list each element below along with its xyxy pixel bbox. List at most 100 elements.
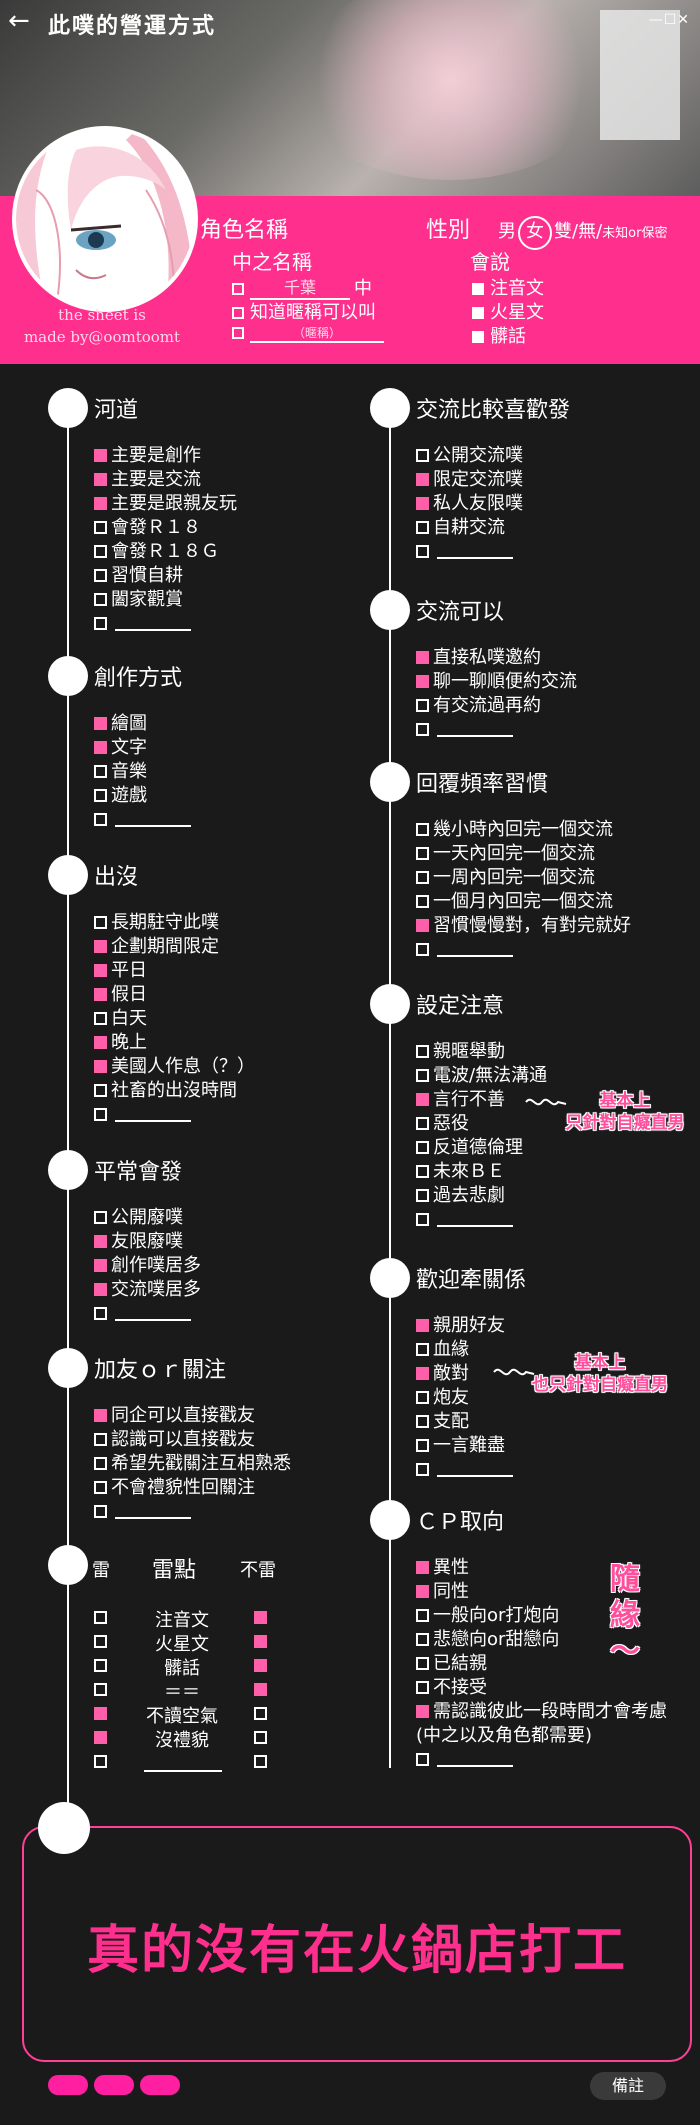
checkbox[interactable] (416, 1213, 429, 1226)
option-row[interactable] (416, 1748, 667, 1772)
option-row[interactable]: 認識可以直接戳友 (94, 1428, 291, 1452)
option-row[interactable]: 過去悲劇 (416, 1184, 547, 1208)
option-row[interactable]: 友限廢噗 (94, 1230, 201, 1254)
checkbox[interactable] (94, 1084, 107, 1097)
checked-checkbox[interactable] (416, 1319, 429, 1332)
option-row[interactable]: 希望先戳關注互相熟悉 (94, 1452, 291, 1476)
checkbox[interactable] (416, 1463, 429, 1476)
checked-checkbox[interactable] (94, 1259, 107, 1272)
option-row[interactable]: 遊戲 (94, 784, 191, 808)
option-row[interactable]: 炮友 (416, 1386, 513, 1410)
option-row[interactable]: (中之以及角色都需要) (416, 1724, 667, 1748)
option-row[interactable] (94, 808, 191, 832)
checkbox[interactable] (416, 1609, 429, 1622)
option-row[interactable] (416, 938, 631, 962)
checkbox[interactable] (416, 1045, 429, 1058)
option-row[interactable]: 習慣慢慢對，有對完就好 (416, 914, 631, 938)
option-row[interactable]: 主要是跟親友玩 (94, 492, 237, 516)
option-row[interactable]: 同企可以直接戳友 (94, 1404, 291, 1428)
blank-line[interactable] (115, 809, 191, 827)
checkbox[interactable] (416, 1439, 429, 1452)
checkbox[interactable] (416, 1117, 429, 1130)
option-row[interactable]: 反道德倫理 (416, 1136, 547, 1160)
checked-checkbox[interactable] (416, 1705, 429, 1718)
option-row[interactable]: 平日 (94, 959, 255, 983)
option-row[interactable]: 自耕交流 (416, 516, 523, 540)
option-row[interactable]: 有交流過再約 (416, 694, 577, 718)
option-row[interactable] (416, 718, 577, 742)
checked-checkbox[interactable] (94, 988, 107, 1001)
blank-line[interactable] (115, 613, 191, 631)
checkbox[interactable] (416, 1633, 429, 1646)
checkbox[interactable] (94, 789, 107, 802)
checkbox[interactable] (416, 521, 429, 534)
option-row[interactable]: 悲戀向or甜戀向 (416, 1628, 667, 1652)
speak-checkbox-3[interactable] (472, 331, 484, 343)
mine-checkbox[interactable] (94, 1755, 107, 1768)
checked-checkbox[interactable] (94, 1060, 107, 1073)
option-row[interactable]: 一般向or打炮向 (416, 1604, 667, 1628)
option-row[interactable]: 晚上 (94, 1031, 255, 1055)
blank-line[interactable] (115, 1104, 191, 1122)
option-row[interactable] (416, 1208, 547, 1232)
option-row[interactable]: 一周內回完一個交流 (416, 866, 631, 890)
option-row[interactable] (94, 1302, 201, 1326)
cn-name-checkbox[interactable] (232, 283, 244, 295)
option-row[interactable]: 惡役 (416, 1112, 547, 1136)
ok-checked-checkbox[interactable] (254, 1659, 267, 1672)
gender-other[interactable]: 雙/無/ (554, 221, 603, 242)
option-row[interactable]: 不會禮貌性回關注 (94, 1476, 291, 1500)
option-row[interactable]: 限定交流噗 (416, 468, 523, 492)
checkbox[interactable] (416, 699, 429, 712)
option-row[interactable]: 同性 (416, 1580, 667, 1604)
checkbox[interactable] (94, 1505, 107, 1518)
ok-checkbox[interactable] (254, 1755, 267, 1768)
mine-checkbox[interactable] (94, 1683, 107, 1696)
blank-line[interactable] (115, 1501, 191, 1519)
option-row[interactable]: 習慣自耕 (94, 564, 237, 588)
checkbox[interactable] (94, 593, 107, 606)
gender-male[interactable]: 男 (498, 221, 517, 242)
option-row[interactable]: 聊一聊順便約交流 (416, 670, 577, 694)
page-dot-2[interactable] (94, 2075, 134, 2095)
checked-checkbox[interactable] (416, 473, 429, 486)
checkbox[interactable] (416, 943, 429, 956)
option-row[interactable]: 假日 (94, 983, 255, 1007)
checkbox[interactable] (94, 1307, 107, 1320)
checkbox[interactable] (94, 1012, 107, 1025)
option-row[interactable] (416, 540, 523, 564)
cn-nick-checkbox[interactable] (232, 307, 244, 319)
checkbox[interactable] (94, 1433, 107, 1446)
blank-line[interactable] (115, 1303, 191, 1321)
option-row[interactable]: 交流噗居多 (94, 1278, 201, 1302)
checked-checkbox[interactable] (416, 651, 429, 664)
checked-checkbox[interactable] (94, 940, 107, 953)
checkbox[interactable] (416, 449, 429, 462)
blank-line[interactable] (437, 719, 513, 737)
checkbox[interactable] (94, 1481, 107, 1494)
checkbox[interactable] (416, 1343, 429, 1356)
option-row[interactable]: 親暱舉動 (416, 1040, 547, 1064)
gender-female-selected[interactable]: 女 (518, 216, 553, 250)
checked-checkbox[interactable] (94, 473, 107, 486)
option-row[interactable]: 企劃期間限定 (94, 935, 255, 959)
checkbox[interactable] (416, 895, 429, 908)
option-row[interactable]: 一個月內回完一個交流 (416, 890, 631, 914)
option-row[interactable]: 已結親 (416, 1652, 667, 1676)
page-dot-1[interactable] (48, 2075, 88, 2095)
mine-checkbox[interactable] (94, 1659, 107, 1672)
option-row[interactable]: 繪圖 (94, 712, 191, 736)
ok-checked-checkbox[interactable] (254, 1611, 267, 1624)
blank-line[interactable] (437, 1459, 513, 1477)
page-dot-3[interactable] (140, 2075, 180, 2095)
option-row[interactable]: 一言難盡 (416, 1434, 513, 1458)
checked-checkbox[interactable] (94, 1036, 107, 1049)
back-arrow-icon[interactable]: ← (8, 6, 30, 36)
checkbox[interactable] (416, 1165, 429, 1178)
cn-nick-blank-checkbox[interactable] (232, 327, 244, 339)
mine-checked-checkbox[interactable] (94, 1707, 107, 1720)
option-row[interactable] (94, 1500, 291, 1524)
option-row[interactable]: 創作噗居多 (94, 1254, 201, 1278)
checked-checkbox[interactable] (94, 717, 107, 730)
option-row[interactable] (416, 1458, 513, 1482)
